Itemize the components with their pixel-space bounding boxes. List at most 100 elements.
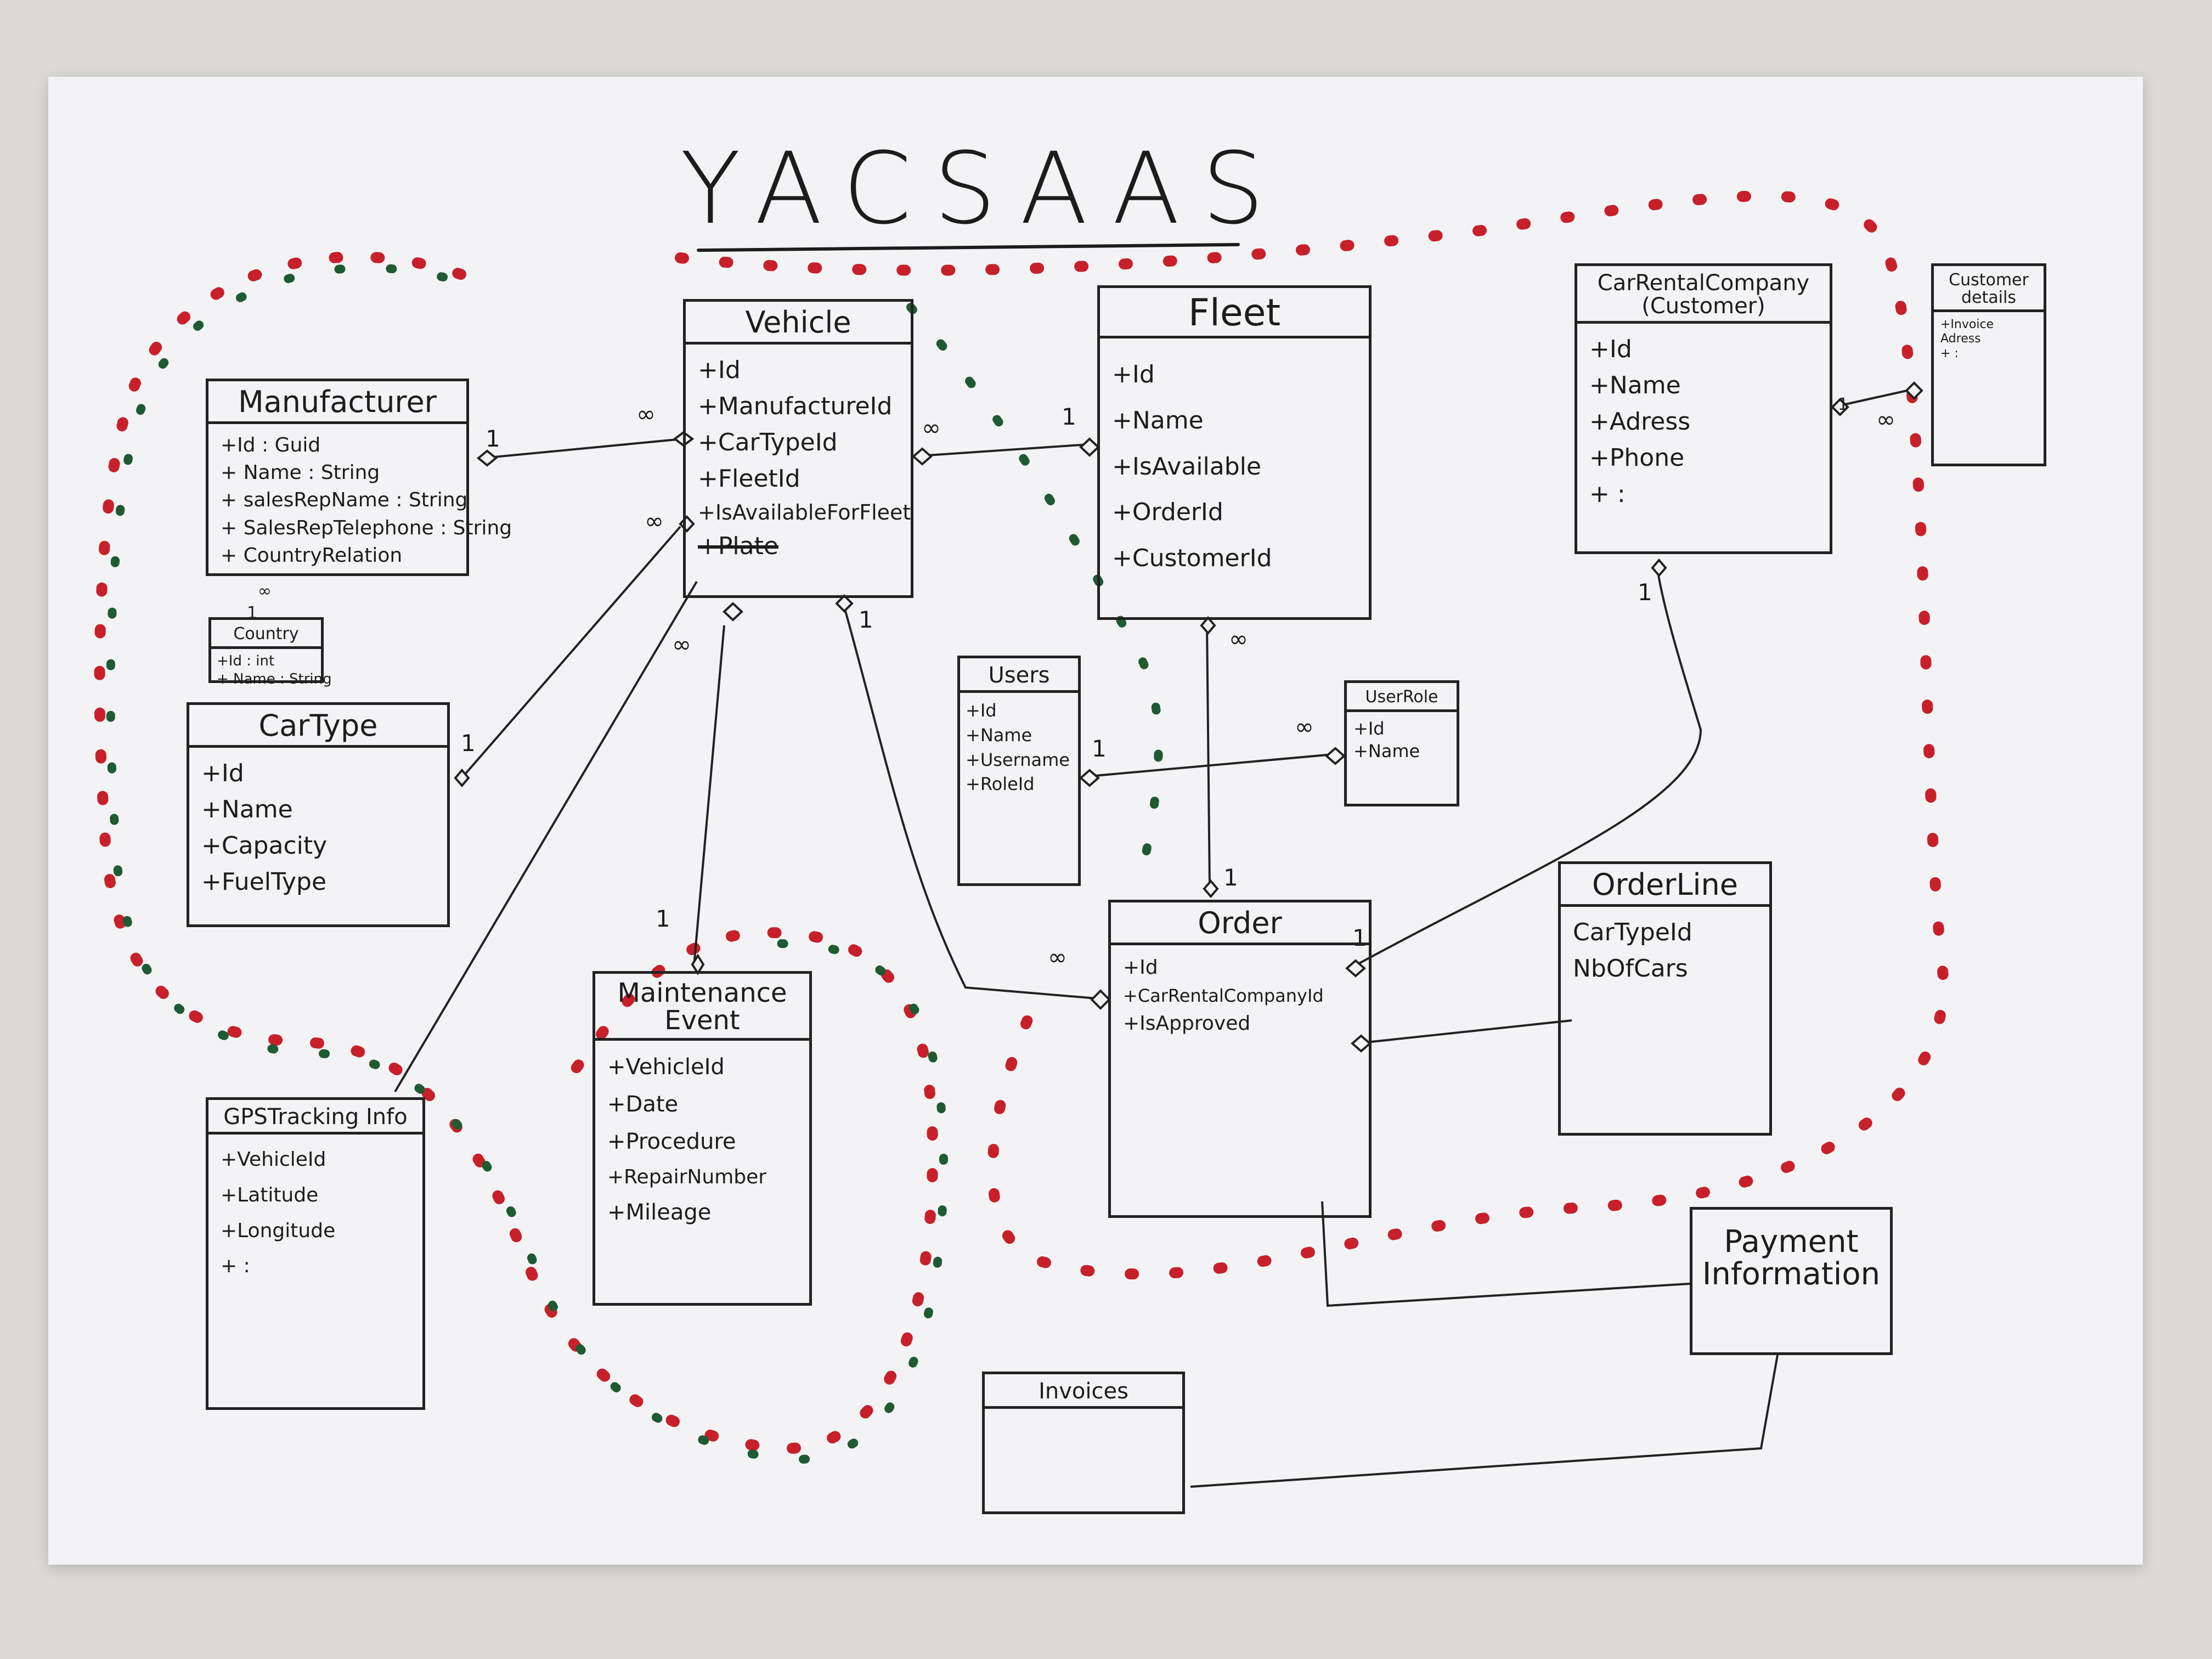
attribute: + CountryRelation bbox=[221, 544, 403, 567]
attribute: +FleetId bbox=[698, 464, 800, 493]
class-name: Manufacturer bbox=[208, 381, 466, 424]
attribute: +Name bbox=[201, 795, 293, 823]
attribute: +ManufactureId bbox=[698, 392, 893, 420]
multiplicity-vehicle-fleet-many: ∞ bbox=[922, 414, 941, 441]
attribute: +Id bbox=[698, 356, 741, 384]
attribute: + : bbox=[1940, 346, 1959, 360]
attribute: +Longitude bbox=[221, 1219, 336, 1242]
class-name: UserRole bbox=[1347, 683, 1457, 712]
class-name: Users bbox=[960, 658, 1078, 693]
class-gps-tracking-info: GPSTracking Info +VehicleId +Latitude +L… bbox=[206, 1097, 425, 1410]
attribute: +Adress bbox=[1589, 408, 1691, 436]
class-cartype: CarType +Id +Name +Capacity +FuelType bbox=[187, 702, 450, 927]
attribute: + SalesRepTelephone : String bbox=[221, 516, 512, 539]
attribute: +Name bbox=[1589, 371, 1681, 399]
class-payment-information: Payment Information bbox=[1690, 1207, 1893, 1355]
attribute: +Latitude bbox=[221, 1183, 319, 1206]
attribute: + Name : String bbox=[221, 461, 380, 484]
attribute: +Procedure bbox=[607, 1128, 736, 1154]
attribute: +Id bbox=[1112, 360, 1155, 389]
class-customer-details: Customer details +Invoice Adress + : bbox=[1931, 263, 2046, 466]
attribute: +Name bbox=[1112, 406, 1204, 435]
attribute: +Id bbox=[1353, 718, 1385, 739]
multiplicity-userrole-many: ∞ bbox=[1295, 713, 1314, 740]
group-boundary-right bbox=[675, 190, 1949, 1280]
multiplicity-cartype-one: 1 bbox=[461, 730, 476, 757]
multiplicity-maintenance-one: 1 bbox=[656, 905, 670, 932]
attribute: +Mileage bbox=[607, 1199, 712, 1225]
class-users: Users +Id +Name +Username +RoleId bbox=[957, 656, 1081, 886]
diagram-title: YACSAAS bbox=[680, 132, 1286, 246]
attribute: +Name bbox=[966, 724, 1032, 746]
class-order: Order +Id +CarRentalCompanyId +IsApprove… bbox=[1108, 900, 1372, 1218]
attribute: +Id : Guid bbox=[221, 433, 321, 456]
class-name: Country bbox=[211, 620, 321, 649]
multiplicity-fleet-one: 1 bbox=[1062, 403, 1076, 430]
class-userrole: UserRole +Id +Name bbox=[1344, 680, 1459, 806]
class-fleet: Fleet +Id +Name +IsAvailable +OrderId +C… bbox=[1097, 285, 1372, 620]
attribute: +Date bbox=[607, 1091, 679, 1117]
attribute: +Id bbox=[1123, 956, 1158, 979]
class-maintenance-event: Maintenance Event +VehicleId +Date +Proc… bbox=[592, 971, 812, 1306]
class-invoices: Invoices bbox=[982, 1372, 1185, 1514]
attribute: +FuelType bbox=[201, 867, 327, 896]
attribute-struck: +Plate bbox=[698, 532, 778, 560]
multiplicity-details-many: ∞ bbox=[1876, 406, 1895, 433]
attribute: +RoleId bbox=[966, 774, 1035, 795]
multiplicity-manufacturer-one: 1 bbox=[486, 425, 500, 452]
attribute: +Id : int bbox=[217, 652, 275, 669]
multiplicity-vehicle-many: ∞ bbox=[636, 400, 656, 427]
attribute: +CustomerId bbox=[1112, 544, 1272, 572]
class-name: Invoices bbox=[985, 1374, 1182, 1409]
attribute: + : bbox=[1589, 480, 1626, 508]
attribute: +VehicleId bbox=[221, 1148, 326, 1171]
class-name: CarRentalCompany (Customer) bbox=[1577, 266, 1830, 324]
multiplicity-vehicle-cartype-many: ∞ bbox=[645, 507, 664, 534]
attribute: + Name : String bbox=[217, 671, 332, 688]
attribute: +Id bbox=[966, 700, 997, 721]
attribute: +Username bbox=[966, 749, 1070, 770]
class-name: OrderLine bbox=[1561, 864, 1769, 907]
class-orderline: OrderLine CarTypeId NbOfCars bbox=[1558, 861, 1772, 1136]
class-name: CarType bbox=[189, 705, 447, 748]
attribute: +CarTypeId bbox=[698, 428, 838, 456]
class-name: Vehicle bbox=[686, 302, 911, 345]
class-name: Customer details bbox=[1934, 266, 2044, 312]
class-name: Order bbox=[1111, 902, 1369, 945]
attribute: +IsAvailable bbox=[1112, 452, 1261, 481]
attribute: NbOfCars bbox=[1573, 954, 1688, 983]
multiplicity-vehicle-maintenance-many: ∞ bbox=[672, 631, 691, 658]
multiplicity-users-one: 1 bbox=[1092, 735, 1107, 762]
attribute: +Id bbox=[201, 759, 244, 787]
multiplicity-vehicle-order-one: 1 bbox=[859, 606, 873, 633]
class-name: GPSTracking Info bbox=[208, 1100, 422, 1135]
multiplicity-company-details-one: 1 bbox=[1838, 395, 1849, 414]
attribute: +IsApproved bbox=[1123, 1012, 1251, 1035]
class-country: Country +Id : int + Name : String bbox=[208, 617, 332, 687]
multiplicity-order-vehicle-many: ∞ bbox=[1048, 944, 1067, 970]
attribute: +Invoice Adress bbox=[1940, 318, 1994, 346]
attribute: +IsAvailableForFleet bbox=[698, 500, 911, 524]
multiplicity-order-fleet-one: 1 bbox=[1223, 864, 1238, 891]
paper-sheet bbox=[48, 77, 2143, 1565]
attribute: + salesRepName : String bbox=[221, 489, 468, 512]
attribute: + : bbox=[221, 1255, 250, 1278]
multiplicity-manufacturer-country-many: ∞ bbox=[258, 582, 272, 601]
attribute: +VehicleId bbox=[607, 1054, 725, 1080]
attribute: +CarRentalCompanyId bbox=[1123, 985, 1324, 1006]
attribute: +OrderId bbox=[1112, 498, 1223, 527]
attribute: +Phone bbox=[1589, 444, 1685, 472]
multiplicity-order-company-one: 1 bbox=[1352, 924, 1367, 951]
class-vehicle: Vehicle +Id +ManufactureId +CarTypeId +F… bbox=[683, 299, 913, 598]
class-name: Maintenance Event bbox=[595, 974, 809, 1041]
class-name: Fleet bbox=[1100, 288, 1369, 339]
attribute: +Name bbox=[1353, 741, 1420, 762]
multiplicity-fleet-order-many: ∞ bbox=[1229, 625, 1248, 652]
attribute: +Id bbox=[1589, 335, 1632, 363]
attribute: +RepairNumber bbox=[607, 1165, 767, 1188]
multiplicity-company-one: 1 bbox=[1638, 579, 1652, 606]
class-name: Payment Information bbox=[1702, 1224, 1881, 1292]
class-car-rental-company: CarRentalCompany (Customer) +Id +Name +A… bbox=[1575, 263, 1832, 554]
attribute: +Capacity bbox=[201, 831, 328, 860]
